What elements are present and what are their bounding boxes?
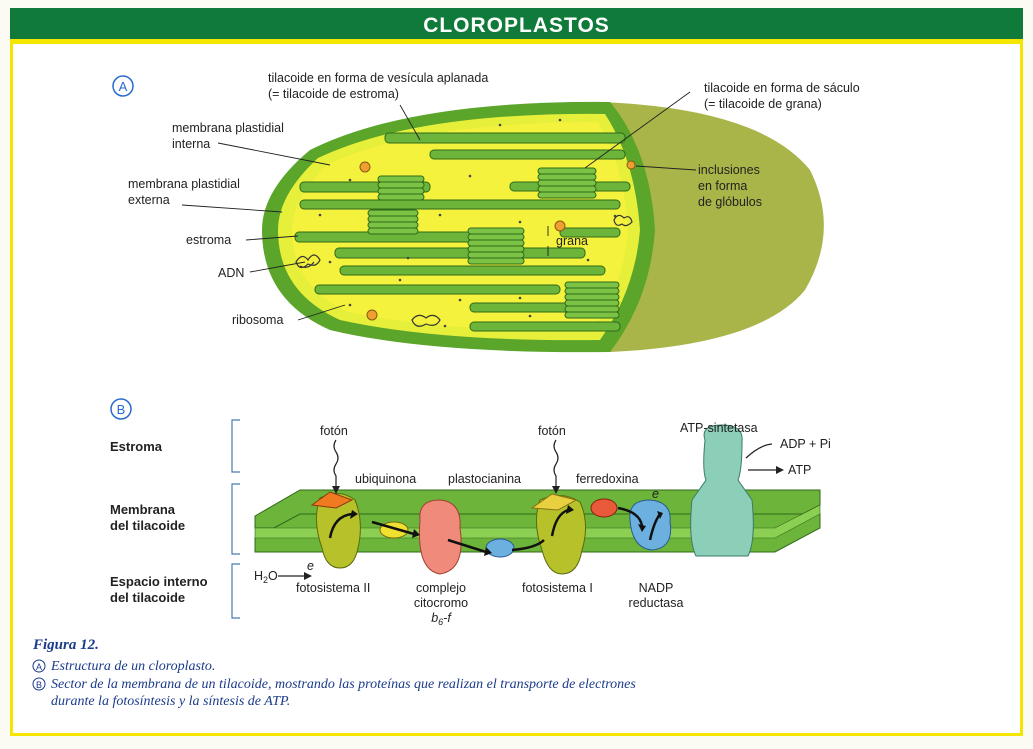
atp-synthase bbox=[690, 424, 754, 557]
caption-a-text: Estructura de un cloroplasto. bbox=[51, 659, 216, 674]
label-ubiquinona: ubiquinona bbox=[355, 472, 416, 486]
label-membrana-interna-2: interna bbox=[172, 137, 210, 151]
label-tilacoide-estroma-1: tilacoide en forma de vesícula aplanada bbox=[268, 71, 488, 85]
leader-lines bbox=[181, 91, 697, 321]
panel-b-badge-letter: B bbox=[117, 402, 126, 417]
region-estroma: Estroma bbox=[110, 439, 163, 454]
grana-stacks bbox=[367, 167, 620, 319]
label-tilacoide-estroma-2: (= tilacoide de estroma) bbox=[268, 87, 399, 101]
region-brackets bbox=[231, 419, 240, 619]
label-electron-2: e bbox=[652, 487, 659, 501]
photosystem-ii bbox=[316, 493, 361, 569]
label-atp: ATP bbox=[788, 463, 811, 477]
region-membrana-2: del tilacoide bbox=[110, 518, 185, 533]
label-foton-1: fotón bbox=[320, 424, 348, 438]
caption-a-badge-letter: A bbox=[36, 662, 42, 672]
label-tilacoide-grana-2: (= tilacoide de grana) bbox=[704, 97, 822, 111]
label-nadp-2: reductasa bbox=[629, 596, 684, 610]
label-h2o: H2O bbox=[254, 569, 278, 585]
photosystem-i-antenna bbox=[530, 493, 578, 511]
label-plastocianina: plastocianina bbox=[448, 472, 521, 486]
label-electron-1: e bbox=[307, 559, 314, 573]
caption-a-badge bbox=[32, 659, 46, 673]
label-inclusiones-2: en forma bbox=[698, 179, 747, 193]
cytochrome-complex bbox=[418, 499, 462, 575]
photon-arrows bbox=[278, 439, 776, 577]
label-atp-sintetasa: ATP-sintetasa bbox=[680, 421, 758, 435]
region-espacio-1: Espacio interno bbox=[110, 574, 208, 589]
caption-b-text-1: Sector de la membrana de un tilacoide, m… bbox=[51, 677, 636, 692]
label-ribosoma: ribosoma bbox=[232, 313, 283, 327]
panel-a-badge bbox=[112, 75, 134, 97]
photosystem-ii-antenna bbox=[310, 491, 354, 509]
label-membrana-externa-2: externa bbox=[128, 193, 170, 207]
label-complejo-2: citocromo bbox=[414, 596, 468, 610]
label-complejo-3: b6-f bbox=[431, 611, 452, 627]
label-adn: ADN bbox=[218, 266, 244, 280]
label-fotosistema-ii: fotosistema II bbox=[296, 581, 370, 595]
region-membrana-1: Membrana bbox=[110, 502, 176, 517]
label-complejo-1: complejo bbox=[416, 581, 466, 595]
panel-a-badge-letter: A bbox=[119, 79, 128, 94]
label-inclusiones-1: inclusiones bbox=[698, 163, 760, 177]
caption-b-badge bbox=[32, 677, 46, 691]
label-ferredoxina: ferredoxina bbox=[576, 472, 639, 486]
chloroplast bbox=[262, 101, 824, 353]
plastocyanin bbox=[485, 538, 515, 558]
label-adp-pi: ADP + Pi bbox=[780, 437, 831, 451]
label-grana: grana bbox=[556, 234, 588, 248]
caption-b-text-2: durante la fotosíntesis y la síntesis de… bbox=[51, 694, 291, 709]
chloroplast-cut-surface bbox=[600, 102, 824, 352]
ribosomes bbox=[318, 118, 617, 328]
label-membrana-externa-1: membrana plastidial bbox=[128, 177, 240, 191]
label-estroma: estroma bbox=[186, 233, 231, 247]
electron-arrowheads bbox=[350, 505, 663, 556]
label-inclusiones-3: de glóbulos bbox=[698, 195, 762, 209]
region-espacio-2: del tilacoide bbox=[110, 590, 185, 605]
dna-blobs bbox=[295, 214, 633, 327]
page-title: CLOROPLASTOS bbox=[423, 14, 610, 37]
photosystem-i bbox=[536, 495, 586, 575]
ferredoxin bbox=[590, 498, 618, 518]
inclusions bbox=[359, 160, 636, 321]
caption-figure: Figura 12. bbox=[33, 637, 99, 653]
title-bar: CLOROPLASTOS bbox=[10, 8, 1023, 44]
photon-arrowheads bbox=[304, 466, 784, 580]
caption-b-badge-letter: B bbox=[36, 680, 42, 690]
label-foton-2: fotón bbox=[538, 424, 566, 438]
panel-b-badge bbox=[110, 398, 132, 420]
label-membrana-interna-1: membrana plastidial bbox=[172, 121, 284, 135]
panel-b: B Estroma Membrana del tilacoide Espacio… bbox=[110, 398, 831, 627]
label-tilacoide-grana-1: tilacoide en forma de sáculo bbox=[704, 81, 860, 95]
panel-a: A bbox=[112, 71, 860, 353]
label-fotosistema-i: fotosistema I bbox=[522, 581, 593, 595]
label-nadp-1: NADP bbox=[639, 581, 674, 595]
